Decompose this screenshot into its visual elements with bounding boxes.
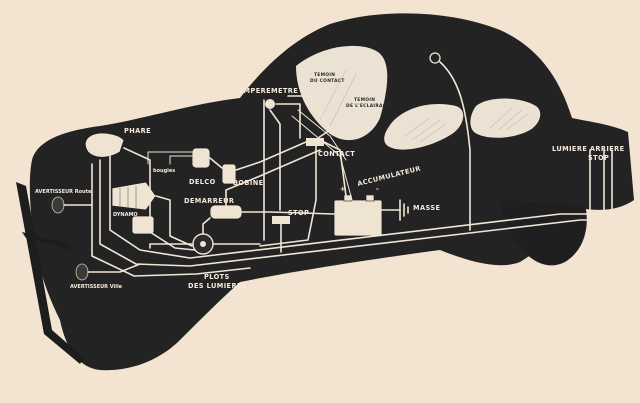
label-bougies: bougies <box>153 168 175 174</box>
headlight-phare <box>84 132 125 158</box>
front-bumper <box>16 182 84 364</box>
regulator-part <box>131 215 155 235</box>
front-grille-bar <box>22 232 72 250</box>
front-side-window <box>384 104 464 150</box>
rear-side-window <box>470 98 541 138</box>
rear-light-lamp <box>429 52 441 64</box>
label-plots-1: PLOTS <box>204 273 230 281</box>
delco-part <box>191 147 211 169</box>
label-plots-2: DES LUMIERES <box>188 282 247 290</box>
label-masse: MASSE <box>413 204 440 212</box>
rear-wheel-bulge <box>500 200 587 266</box>
wiring-harness <box>63 61 613 277</box>
label-temoin-eclairage-1: TEMOIN <box>354 97 375 103</box>
label-minus: - <box>376 185 379 193</box>
label-avertisseur-route: AVERTISSEUR Route <box>35 189 92 195</box>
demarreur-part <box>209 204 243 220</box>
label-contact: CONTACT <box>318 150 355 158</box>
label-phare: PHARE <box>124 127 151 135</box>
label-bobine: BOBINE <box>233 179 264 187</box>
dynamo-part <box>111 181 157 211</box>
battery-accumulateur <box>333 199 383 237</box>
ammeter-gauge <box>265 99 275 109</box>
label-lumiere-arriere-2: STOP <box>588 154 609 162</box>
label-amperemetre: AMPEREMETRE <box>238 87 298 95</box>
bobine-part <box>221 163 237 185</box>
label-dynamo: DYNAMO <box>113 212 138 218</box>
label-stop-center: STOP <box>288 209 309 217</box>
label-demarreur: DEMARREUR <box>184 197 234 205</box>
window-streaks <box>319 69 529 143</box>
contact-switch <box>306 138 324 146</box>
label-avertisseur-ville: AVERTISSEUR Ville <box>70 284 123 290</box>
label-delco: DELCO <box>189 178 216 186</box>
label-plus: + <box>340 185 346 193</box>
stop-switch <box>272 216 290 224</box>
windshield <box>296 45 388 141</box>
horn-route <box>51 196 65 214</box>
label-temoin-contact-1: TEMOIN <box>314 72 335 78</box>
horn-ville <box>75 263 89 281</box>
label-temoin-contact-2: DU CONTACT <box>310 78 345 84</box>
label-temoin-eclairage-2: DE L'ECLAIRAGE <box>346 103 390 109</box>
label-lumiere-arriere-1: LUMIERE ARRIERE <box>552 145 625 153</box>
